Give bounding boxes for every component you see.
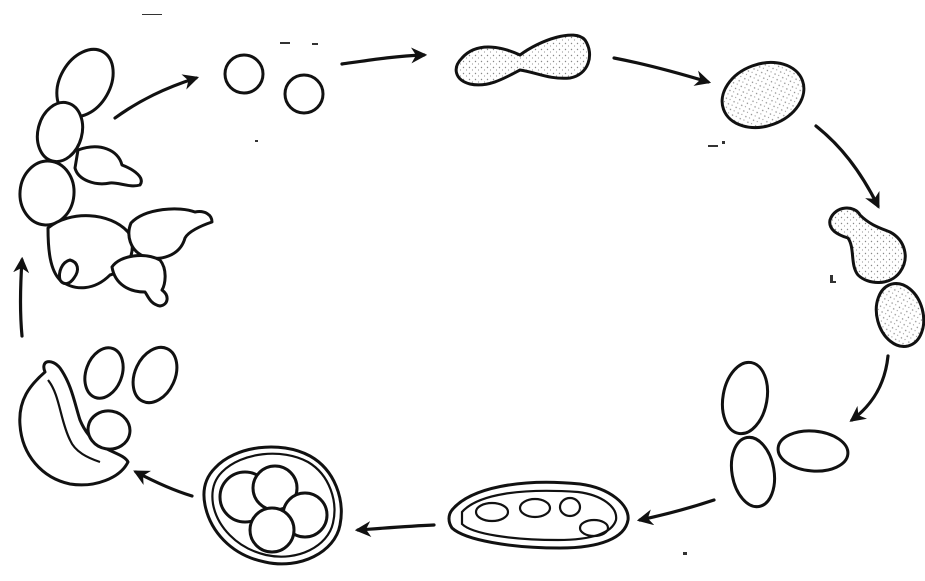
arrow-8	[136, 472, 192, 496]
separate-cells	[225, 55, 323, 113]
arrow-6	[640, 500, 714, 520]
ascus-forming	[449, 482, 628, 548]
arrow-5	[852, 356, 888, 420]
conjugation	[456, 35, 589, 85]
ascus-mature	[204, 447, 341, 564]
arrow-2	[342, 55, 424, 64]
arrow-4	[816, 126, 878, 206]
arrow-3	[614, 58, 708, 82]
diploid-cells	[717, 359, 850, 510]
spores-released	[20, 340, 186, 485]
budding-colony	[17, 39, 212, 306]
arrow-9	[21, 260, 23, 336]
budding-zygote	[830, 208, 925, 352]
zygote	[713, 52, 813, 139]
arrow-7	[358, 525, 434, 530]
arrow-1	[115, 78, 196, 118]
